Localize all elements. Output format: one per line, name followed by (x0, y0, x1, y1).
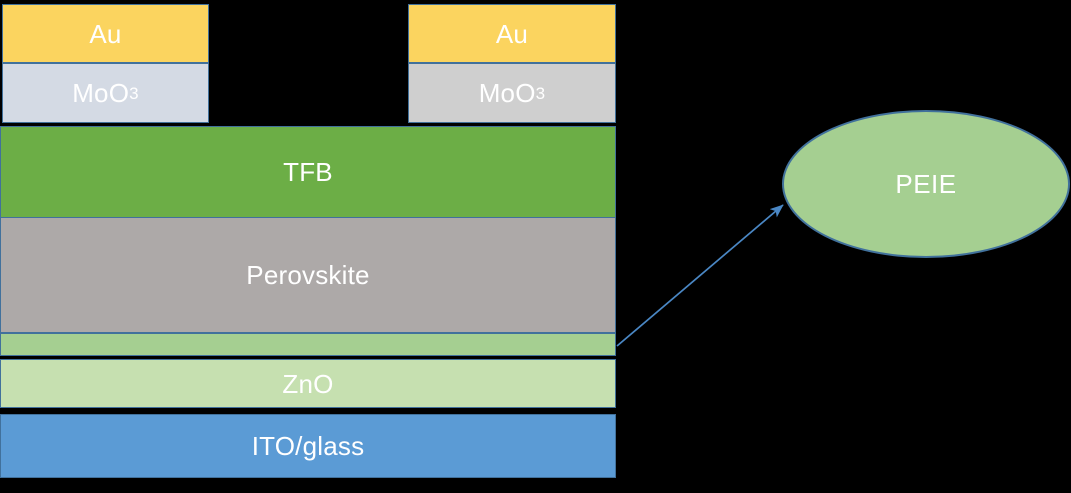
layer-label-tfb: TFB (283, 157, 333, 187)
layer-perovskite: Perovskite (0, 217, 616, 333)
layer-peie-thin (0, 333, 616, 356)
layer-ito-glass: ITO/glass (0, 414, 616, 478)
callout-label-peie: PEIE (895, 168, 957, 199)
layer-label-ito-glass: ITO/glass (251, 431, 365, 461)
layer-label-au-left: Au (89, 18, 122, 49)
layer-label-zno: ZnO (282, 368, 334, 399)
layer-label-moo3-right: MoO (478, 78, 536, 108)
callout-ellipse-peie: PEIE (782, 110, 1070, 258)
layer-label-moo3-left-subscript: 3 (129, 83, 139, 103)
layer-tfb: TFB (0, 126, 616, 218)
layer-au-left: Au (2, 4, 209, 63)
layer-label-perovskite: Perovskite (246, 260, 370, 290)
layer-label-moo3-right-subscript: 3 (535, 83, 546, 103)
layer-label-au-right: Au (495, 18, 529, 49)
layer-label-moo3-left: MoO (72, 78, 130, 108)
layer-au-right: Au (408, 4, 616, 63)
layer-zno: ZnO (0, 359, 616, 408)
